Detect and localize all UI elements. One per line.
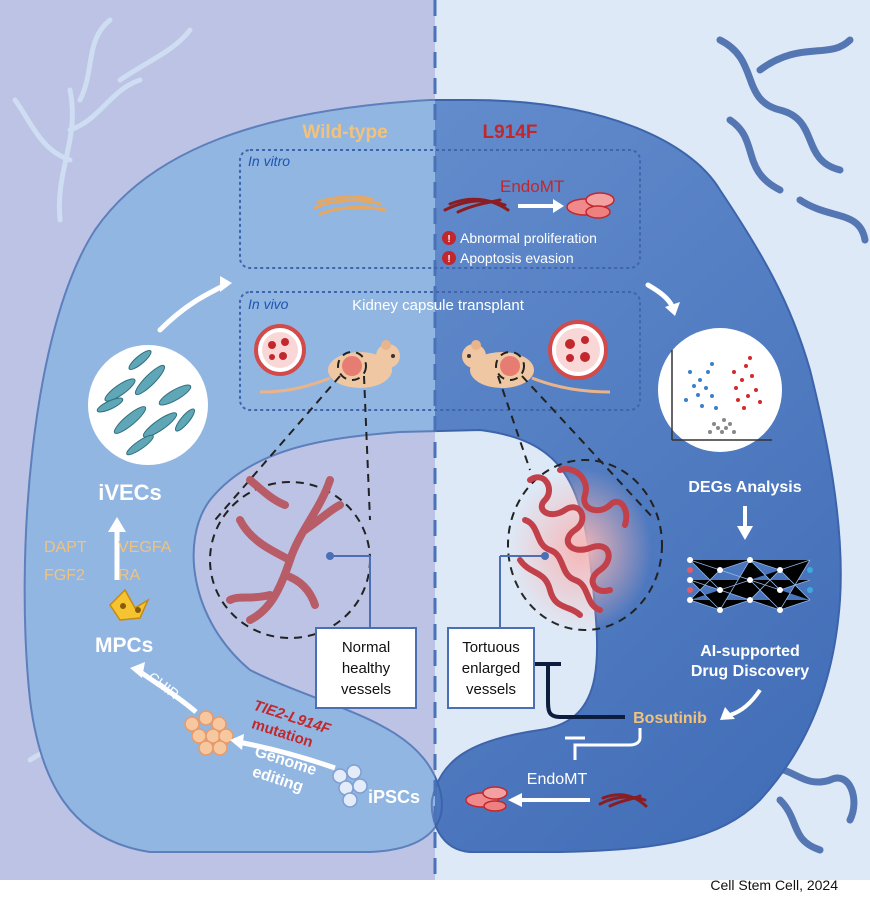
citation: Cell Stem Cell, 2024 bbox=[710, 877, 838, 893]
mutant-cells-icon bbox=[443, 197, 510, 214]
exclamation-icon bbox=[442, 251, 456, 265]
arrowhead-ivecs bbox=[220, 276, 232, 292]
callout-dot-tortuous bbox=[541, 552, 549, 560]
in-vitro-label: In vitro bbox=[248, 153, 290, 169]
callout-box-normal bbox=[315, 627, 417, 709]
factor-ra: RA bbox=[118, 567, 141, 584]
normal-vessels-line-1: Normal bbox=[342, 639, 390, 656]
arrowhead-to-bosutinib bbox=[720, 707, 735, 720]
arrowhead-to-mpcs bbox=[130, 662, 145, 678]
endomt-arrowhead-top bbox=[553, 199, 564, 213]
exclamation-mark: ! bbox=[447, 254, 450, 265]
tortuous-vessels-icon bbox=[517, 466, 630, 618]
arrow-to-bosutinib bbox=[729, 688, 762, 717]
arrow-editing bbox=[237, 739, 336, 771]
degs-analysis-label: DEGs Analysis bbox=[688, 479, 801, 496]
in-vivo-box bbox=[239, 291, 641, 411]
arrow-to-degs bbox=[645, 282, 675, 309]
arrowhead-to-ivecs bbox=[108, 517, 126, 532]
in-vitro-box bbox=[239, 149, 641, 269]
normal-vessels-line-2: healthy bbox=[342, 660, 391, 677]
ipscs-label: iPSCs bbox=[368, 787, 420, 807]
endomt-label-bottom: EndoMT bbox=[527, 771, 588, 788]
wild-type-cells-icon bbox=[313, 195, 387, 216]
mutant-cells-bottom-icon bbox=[598, 793, 648, 808]
mouse-left-icon bbox=[259, 340, 400, 394]
ivecs-cells-icon bbox=[88, 345, 208, 465]
vessel-cross-section-left-icon bbox=[254, 324, 306, 376]
endomt-label-top: EndoMT bbox=[500, 177, 564, 196]
mpcs-label: MPCs bbox=[95, 634, 153, 657]
warning-apoptosis-evasion: Apoptosis evasion bbox=[460, 250, 574, 266]
ipscs-cells-icon bbox=[332, 764, 368, 808]
factor-dapt: DAPT bbox=[44, 539, 87, 556]
exclamation-mark: ! bbox=[447, 234, 450, 245]
header-l914f: L914F bbox=[483, 122, 538, 143]
in-vivo-label: In vivo bbox=[248, 296, 289, 312]
tortuous-vessels-line-3: vessels bbox=[466, 681, 516, 698]
ai-label-line-1: AI-supported bbox=[700, 643, 800, 660]
mesenchymal-cells-bottom-icon bbox=[465, 786, 508, 812]
header-wild-type: Wild-type bbox=[302, 122, 387, 143]
bosutinib-label: Bosutinib bbox=[633, 710, 707, 727]
c-shape-left bbox=[23, 99, 435, 853]
decorative-vessels-right-icon bbox=[716, 36, 869, 854]
mouse-right-icon bbox=[462, 340, 611, 394]
callout-dot-normal bbox=[326, 552, 334, 560]
mesenchymal-cells-icon bbox=[566, 192, 615, 219]
factor-fgf2: FGF2 bbox=[44, 567, 85, 584]
kidney-capsule-title: Kidney capsule transplant bbox=[352, 297, 525, 314]
zoom-lines-right bbox=[495, 351, 656, 521]
zoom-lines-left bbox=[214, 351, 371, 521]
volcano-plot-icon bbox=[658, 328, 782, 452]
neural-network-icon bbox=[687, 557, 813, 613]
arrowhead-to-ai bbox=[737, 526, 753, 540]
c-shape-right bbox=[435, 99, 842, 853]
endomt-arrowhead-bottom bbox=[508, 793, 522, 807]
ivecs-label: iVECs bbox=[98, 480, 162, 505]
arrowhead-degs bbox=[665, 302, 680, 316]
inhibition-line-endomt bbox=[573, 728, 642, 760]
normal-vessels-line-3: vessels bbox=[341, 681, 391, 698]
vessel-cross-section-right-icon bbox=[548, 320, 608, 380]
normal-vessels-icon bbox=[226, 476, 344, 624]
tortuous-vessels-line-2: enlarged bbox=[462, 660, 520, 677]
arrowhead-editing bbox=[230, 734, 244, 750]
tortuous-vessels-line-1: Tortuous bbox=[462, 639, 520, 656]
ai-label-line-2: Drug Discovery bbox=[691, 663, 809, 680]
exclamation-icon bbox=[442, 231, 456, 245]
callout-box-tortuous bbox=[447, 627, 535, 709]
warning-abnormal-proliferation: Abnormal proliferation bbox=[460, 230, 597, 246]
edited-ipscs-icon bbox=[184, 710, 234, 756]
inhibition-line-vessels bbox=[546, 664, 625, 719]
arrow-ivecs-to-invitro bbox=[157, 282, 228, 333]
factor-vegfa: VEGFA bbox=[118, 539, 172, 556]
mpcs-cells-icon bbox=[109, 588, 150, 621]
